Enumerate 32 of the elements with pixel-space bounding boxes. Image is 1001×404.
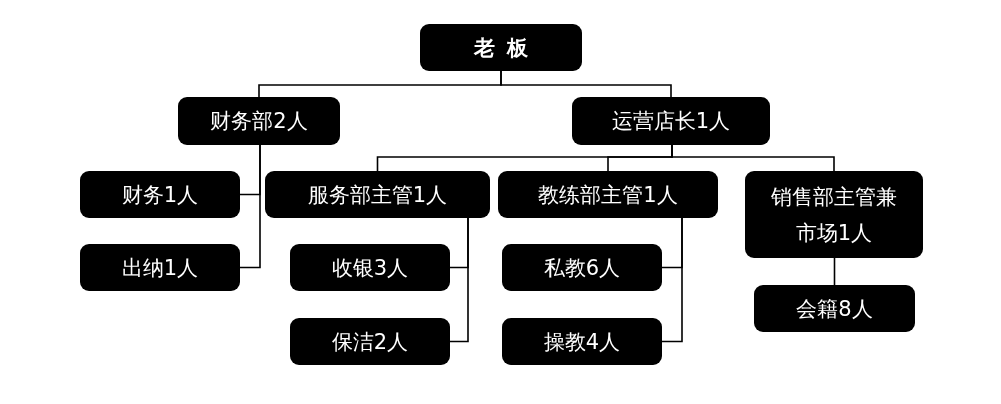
org-box xyxy=(290,318,450,365)
box-label: 老板 xyxy=(473,34,541,62)
org-box xyxy=(502,244,662,291)
connector-line xyxy=(500,70,672,98)
box-label: 财务部2人 xyxy=(210,108,308,135)
org-box xyxy=(502,318,662,365)
box-label: 收银3人 xyxy=(331,254,409,282)
org-box xyxy=(754,285,915,332)
connector-line xyxy=(833,257,836,286)
box-label: 操教4人 xyxy=(543,328,621,356)
box-label: 销售部主管兼市场1人 xyxy=(770,183,898,247)
box-label: 财务1人 xyxy=(121,181,199,209)
box-label: 私教6人 xyxy=(543,254,621,282)
org-box xyxy=(265,171,490,218)
box-label: 运营店长1人 xyxy=(611,108,731,135)
org-box xyxy=(80,244,240,291)
org-box xyxy=(80,171,240,218)
org-box xyxy=(572,97,770,145)
connector-line xyxy=(671,144,835,172)
box-label: 教练部主管1人 xyxy=(538,181,678,209)
connector-line xyxy=(449,217,469,343)
org-box xyxy=(420,24,582,71)
org-box xyxy=(178,97,340,145)
connector-line xyxy=(239,144,261,269)
box-label: 服务部主管1人 xyxy=(307,181,448,209)
org-box xyxy=(745,171,923,258)
box-label: 出纳1人 xyxy=(121,254,199,282)
org-box xyxy=(290,244,450,291)
box-label: 会籍8人 xyxy=(796,295,873,323)
connector-line xyxy=(661,217,683,343)
org-box xyxy=(498,171,718,218)
box-label: 保洁2人 xyxy=(331,328,409,356)
